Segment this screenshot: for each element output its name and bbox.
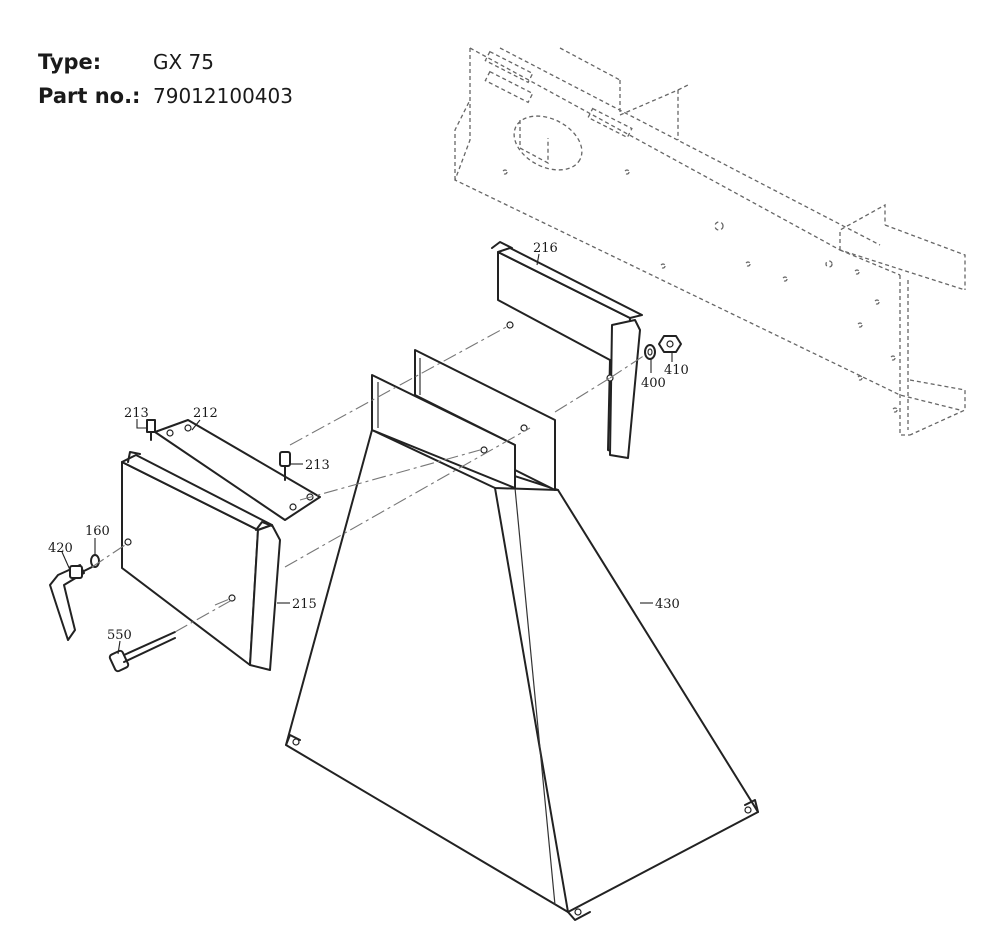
screw-213-left — [146, 419, 156, 441]
nut-410 — [658, 335, 682, 353]
assembly-center-lines — [91, 324, 646, 633]
label-420: 420 — [48, 541, 73, 556]
cover-plate-216 — [491, 241, 643, 459]
label-212: 212 — [193, 406, 218, 421]
label-213-right: 213 — [305, 458, 330, 473]
chute-hood-430 — [285, 349, 759, 921]
clamp-lever-420 — [49, 564, 93, 641]
label-160: 160 — [85, 524, 110, 539]
part-number-row: Part no.: 79012100403 — [38, 84, 293, 118]
label-410: 410 — [664, 363, 689, 378]
label-213-left: 213 — [124, 406, 149, 421]
label-550: 550 — [107, 628, 132, 643]
part-number-value: 79012100403 — [153, 84, 293, 108]
part-labels: 216 213 212 213 160 420 550 215 430 400 … — [48, 241, 689, 643]
label-216: 216 — [533, 241, 558, 256]
leader-lines — [61, 253, 673, 655]
label-215: 215 — [292, 597, 317, 612]
type-value: GX 75 — [153, 50, 215, 74]
part-number-label: Part no.: — [38, 84, 141, 108]
type-row: Type: GX 75 — [38, 50, 293, 84]
plate-212 — [154, 419, 321, 521]
screw-213-right — [279, 451, 291, 481]
cover-box-215 — [121, 451, 281, 671]
label-400: 400 — [641, 376, 666, 391]
bolt-550 — [108, 631, 176, 673]
label-430: 430 — [655, 597, 680, 612]
machine-frame — [454, 47, 966, 436]
type-label: Type: — [38, 50, 102, 74]
washer-400 — [644, 344, 656, 360]
title-block: Type: GX 75 Part no.: 79012100403 — [38, 50, 293, 118]
